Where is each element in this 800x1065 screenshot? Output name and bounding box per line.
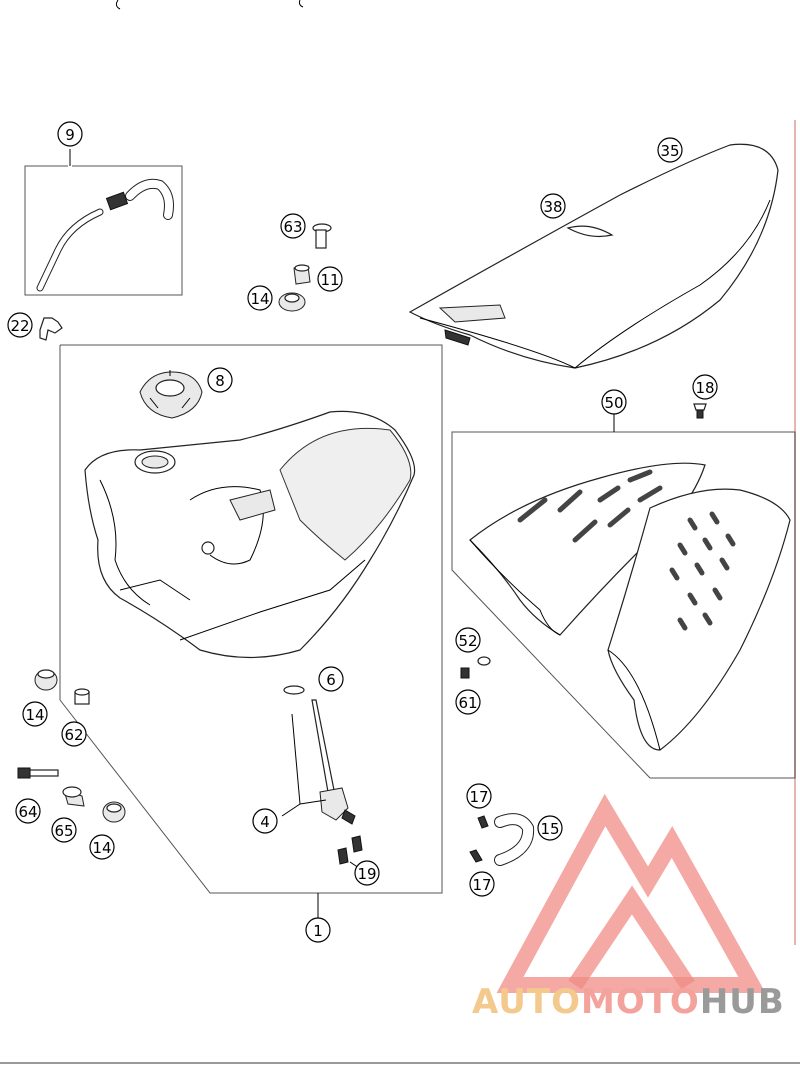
tank-spoilers-assembly	[451, 413, 796, 779]
watermark-logo: AUTOMOTOHUB	[472, 793, 785, 1022]
callout-50: 50	[601, 389, 627, 415]
callout-number: 61	[458, 694, 477, 712]
callout-circle	[455, 627, 481, 653]
callout-circle	[57, 121, 83, 147]
spacer-62	[74, 688, 90, 705]
callout-number: 18	[695, 379, 714, 397]
callout-circle	[89, 834, 115, 860]
callout-circle	[540, 193, 566, 219]
callout-number: 9	[65, 126, 75, 144]
callout-65: 65	[51, 817, 77, 843]
callout-35: 35	[657, 137, 683, 163]
callout-number: 17	[469, 788, 488, 806]
callout-number: 22	[10, 317, 29, 335]
o-ring	[283, 685, 305, 695]
callout-number: 15	[540, 820, 559, 838]
callout-14: 14	[89, 834, 115, 860]
callout-circle	[692, 374, 718, 400]
callout-circle	[317, 266, 343, 292]
callout-19: 19	[354, 860, 380, 886]
callout-number: 6	[326, 671, 336, 689]
callout-17: 17	[466, 783, 492, 809]
callout-number: 1	[313, 922, 323, 940]
bolt-63	[312, 223, 332, 249]
watermark-part3: HUB	[700, 982, 785, 1022]
callout-circle	[22, 701, 48, 727]
callout-14: 14	[22, 701, 48, 727]
sleeve-65	[62, 786, 85, 807]
nut-52	[477, 656, 491, 666]
callout-17: 17	[469, 871, 495, 897]
watermark-part1: AUTO	[472, 982, 581, 1022]
callout-4: 4	[252, 808, 278, 834]
callout-circle	[207, 367, 233, 393]
callout-circle	[252, 808, 278, 834]
callout-number: 4	[260, 813, 270, 831]
callout-circle	[601, 389, 627, 415]
screws	[337, 835, 363, 871]
callout-22: 22	[7, 312, 33, 338]
callout-14: 14	[247, 285, 273, 311]
watermark-part2: MOTO	[581, 982, 700, 1022]
callout-circle	[61, 721, 87, 747]
fuel-cap	[139, 370, 203, 419]
callout-38: 38	[540, 193, 566, 219]
callout-circle	[15, 798, 41, 824]
callout-number: 14	[25, 706, 44, 724]
callout-circle	[318, 666, 344, 692]
callout-number: 14	[250, 290, 269, 308]
seat	[408, 143, 779, 369]
callout-circle	[455, 689, 481, 715]
callout-64: 64	[15, 798, 41, 824]
elbow-fitting	[39, 317, 63, 341]
callout-52: 52	[455, 627, 481, 653]
bushing-11	[293, 264, 311, 285]
callout-number: 14	[92, 839, 111, 857]
callout-number: 35	[660, 142, 679, 160]
screw-61	[460, 667, 470, 679]
callout-62: 62	[61, 721, 87, 747]
callout-number: 38	[543, 198, 562, 216]
callout-9: 9	[57, 121, 83, 147]
svg-text:AUTOMOTOHUB: AUTOMOTOHUB	[472, 982, 785, 1022]
callout-circle	[280, 213, 306, 239]
callout-number: 17	[472, 876, 491, 894]
callout-number: 19	[357, 865, 376, 883]
callout-number: 52	[458, 632, 477, 650]
callout-circle	[354, 860, 380, 886]
callout-1: 1	[305, 917, 331, 943]
callout-number: 8	[215, 372, 225, 390]
callout-circle	[7, 312, 33, 338]
screw-18	[693, 403, 707, 419]
bolt-64	[17, 767, 59, 779]
fuel-tank-assembly	[59, 344, 443, 918]
callout-61: 61	[455, 689, 481, 715]
callout-number: 63	[283, 218, 302, 236]
callout-11: 11	[317, 266, 343, 292]
callout-8: 8	[207, 367, 233, 393]
callout-number: 62	[64, 726, 83, 744]
grommet-14-a	[34, 669, 58, 691]
hose-with-clamps	[469, 813, 535, 866]
callout-circle	[51, 817, 77, 843]
grommet-14-b	[102, 801, 126, 823]
callout-18: 18	[692, 374, 718, 400]
fuel-tap	[281, 699, 356, 825]
callout-circle	[247, 285, 273, 311]
callout-6: 6	[318, 666, 344, 692]
callout-circle	[305, 917, 331, 943]
callout-63: 63	[280, 213, 306, 239]
callout-15: 15	[537, 815, 563, 841]
callout-circle	[657, 137, 683, 163]
callout-circle	[469, 871, 495, 897]
callout-number: 65	[54, 822, 73, 840]
callout-number: 50	[604, 394, 623, 412]
breather-hose-assembly	[24, 149, 183, 296]
callout-number: 64	[18, 803, 37, 821]
callout-circle	[466, 783, 492, 809]
callout-circle	[537, 815, 563, 841]
rubber-grommet-14	[278, 292, 306, 312]
callout-number: 11	[320, 271, 339, 289]
